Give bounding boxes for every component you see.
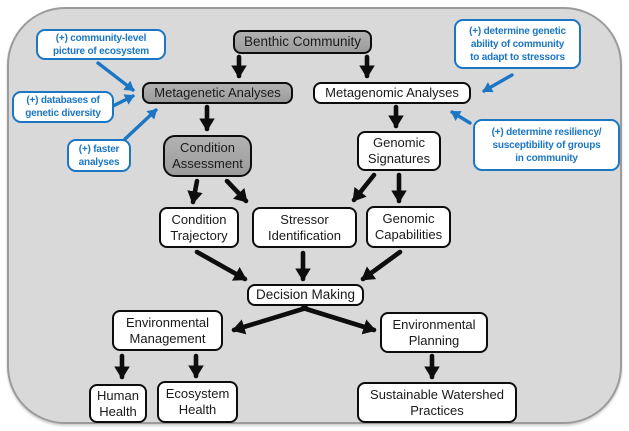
label-line: Health: [99, 403, 137, 419]
node-stressor-identification: Stressor Identification: [252, 207, 357, 248]
label-line: Practices: [410, 402, 464, 418]
label-line: ability of community: [470, 38, 565, 50]
label-line: Identification: [268, 227, 341, 243]
label-line: in community: [515, 152, 578, 164]
node-benthic-community: Benthic Community: [233, 30, 372, 54]
node-condition-assessment: Condition Assessment: [163, 135, 252, 177]
node-ecosystem-health: Ecosystem Health: [157, 381, 238, 423]
label-line: picture of ecosystem: [52, 45, 150, 57]
label-line: (+) community-level: [55, 32, 147, 44]
node-metagenomic-analyses: Metagenomic Analyses: [313, 82, 471, 104]
label-line: Genomic: [372, 135, 426, 151]
callout-resiliency-susceptibility: (+) determine resiliency/ susceptibility…: [473, 119, 620, 171]
node-environmental-management: Environmental Management: [112, 310, 223, 351]
label-line: Capabilities: [374, 227, 443, 242]
label-line: (+) determine resiliency/: [491, 126, 602, 138]
label-line: to adapt to stressors: [470, 51, 565, 63]
label-line: (+) determine genetic: [469, 25, 566, 37]
label-line: Human: [97, 387, 139, 403]
node-condition-trajectory: Condition Trajectory: [159, 207, 239, 248]
node-decision-making: Decision Making: [247, 284, 364, 306]
label-line: Signatures: [367, 151, 431, 166]
label-line: Health: [178, 402, 217, 417]
node-human-health: Human Health: [89, 384, 147, 423]
label-line: Environmental: [392, 316, 476, 332]
label-line: Assessment: [172, 156, 243, 171]
callout-genetic-ability: (+) determine genetic ability of communi…: [454, 19, 581, 69]
label-line: Condition: [171, 211, 227, 227]
label-line: Stressor: [280, 211, 329, 227]
label-line: Management: [129, 330, 206, 346]
label-line: analyses: [78, 156, 120, 168]
label-line: Genomic: [382, 211, 435, 227]
label-line: Decision Making: [255, 286, 356, 302]
label-line: Metagenomic Analyses: [325, 85, 459, 101]
label-line: Condition: [180, 140, 235, 156]
label-line: Metagenetic Analyses: [154, 85, 281, 101]
label-line: Planning: [408, 332, 460, 348]
node-genomic-capabilities: Genomic Capabilities: [366, 206, 451, 248]
node-sustainable-watershed-practices: Sustainable Watershed Practices: [357, 382, 517, 423]
label-line: (+) databases of: [26, 95, 100, 106]
callout-faster-analyses: (+) faster analyses: [67, 139, 131, 172]
callout-databases-genetic-diversity: (+) databases of genetic diversity: [12, 91, 114, 123]
label-line: (+) faster: [78, 143, 120, 155]
node-environmental-planning: Environmental Planning: [380, 312, 488, 353]
label-line: susceptibility of groups: [492, 139, 601, 151]
label-line: genetic diversity: [25, 108, 101, 119]
node-genomic-signatures: Genomic Signatures: [357, 131, 441, 171]
label-line: Trajectory: [170, 227, 228, 243]
label-line: Ecosystem: [165, 386, 230, 402]
label-line: Sustainable Watershed: [370, 386, 504, 402]
label-line: Benthic Community: [243, 33, 362, 49]
label-line: Environmental: [125, 314, 210, 330]
callout-community-level-picture: (+) community-level picture of ecosystem: [36, 29, 166, 60]
node-metagenetic-analyses: Metagenetic Analyses: [142, 82, 293, 104]
